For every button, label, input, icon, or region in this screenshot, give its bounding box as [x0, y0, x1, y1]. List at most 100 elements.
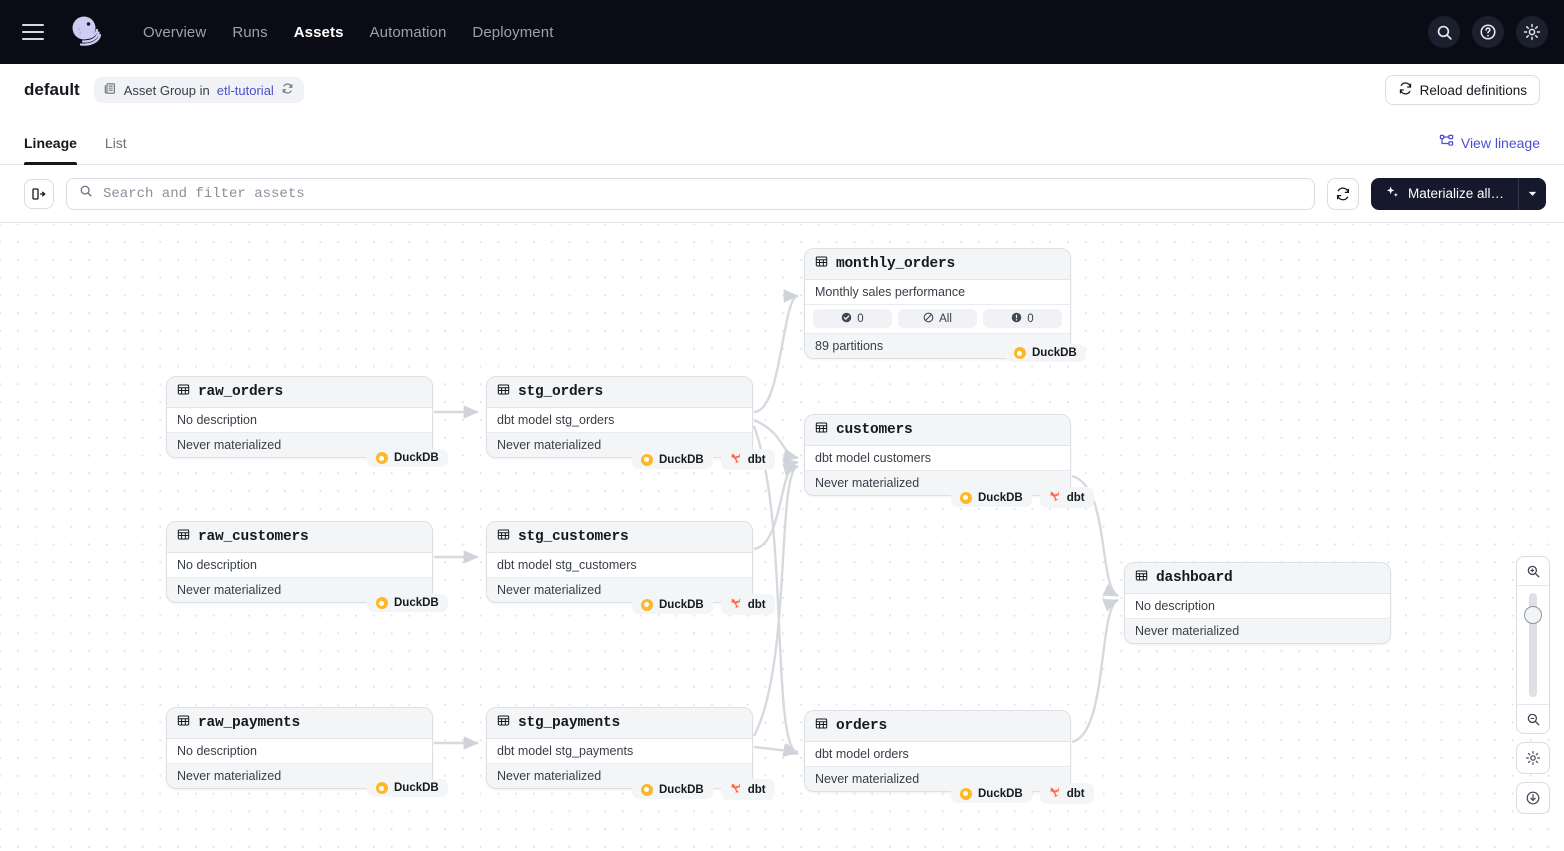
tab-lineage[interactable]: Lineage [24, 135, 77, 165]
zoom-slider[interactable] [1517, 585, 1549, 705]
asset-node-tags-raw_payments: DuckDB [367, 779, 448, 797]
fit-to-screen-icon[interactable] [1516, 782, 1550, 814]
zoom-slider-track [1529, 593, 1537, 697]
gear-icon[interactable] [1516, 16, 1548, 48]
asset-node-dashboard[interactable]: dashboard No description Never materiali… [1124, 562, 1391, 644]
asset-node-title: raw_payments [198, 715, 301, 731]
view-lineage-link[interactable]: View lineage [1439, 134, 1540, 152]
dagster-logo-icon[interactable] [66, 12, 106, 52]
asset-node-monthly_orders[interactable]: monthly_orders Monthly sales performance… [804, 248, 1071, 359]
tag-label: dbt [747, 453, 766, 466]
tabs-row: Lineage List View lineage [0, 116, 1564, 165]
asset-node-title: monthly_orders [836, 256, 956, 272]
dbt-icon [730, 452, 742, 467]
zoom-out-icon[interactable] [1517, 705, 1549, 733]
asset-node-description: Monthly sales performance [805, 280, 1070, 305]
duckdb-icon [641, 453, 653, 466]
tag-duckdb[interactable]: DuckDB [367, 594, 448, 612]
tab-list[interactable]: List [104, 135, 127, 151]
tag-dbt[interactable]: dbt [1039, 783, 1094, 804]
main-nav-links: Overview Runs Assets Automation Deployme… [130, 18, 566, 47]
partition-chip-materialized[interactable]: 0 [813, 309, 892, 328]
nav-link-automation[interactable]: Automation [369, 23, 447, 41]
nav-link-runs[interactable]: Runs [232, 23, 268, 41]
tag-dbt[interactable]: dbt [720, 594, 775, 615]
tag-label: DuckDB [394, 452, 439, 464]
duckdb-icon [376, 452, 388, 464]
nav-link-deployment[interactable]: Deployment [472, 23, 554, 41]
asset-node-description: No description [167, 408, 432, 433]
asset-node-description: dbt model orders [805, 742, 1070, 767]
tag-label: dbt [1066, 787, 1085, 800]
panel-toggle-icon[interactable] [24, 178, 54, 209]
partition-chip-failed[interactable]: 0 [983, 309, 1062, 328]
materialize-all-label: Materialize all… [1407, 186, 1504, 201]
asset-node-status: Never materialized [487, 578, 752, 602]
tag-duckdb[interactable]: DuckDB [367, 779, 448, 797]
tag-duckdb[interactable]: DuckDB [1005, 344, 1086, 362]
search-input[interactable] [101, 184, 1302, 203]
duckdb-icon [641, 783, 653, 796]
refresh-icon[interactable] [281, 82, 294, 98]
tag-dbt[interactable]: dbt [720, 449, 775, 470]
asset-node-title: stg_payments [518, 715, 621, 731]
asset-node-customers[interactable]: customers dbt model customers Never mate… [804, 414, 1071, 496]
asset-node-raw_customers[interactable]: raw_customers No description Never mater… [166, 521, 433, 603]
asset-node-header: monthly_orders [805, 249, 1070, 280]
asset-node-raw_payments[interactable]: raw_payments No description Never materi… [166, 707, 433, 789]
tag-duckdb[interactable]: DuckDB [632, 450, 713, 469]
asset-node-header: stg_payments [487, 708, 752, 739]
graph-settings-gear-icon[interactable] [1516, 742, 1550, 774]
asset-group-chip-prefix: Asset Group in [123, 82, 210, 98]
search-icon[interactable] [1428, 16, 1460, 48]
tag-duckdb[interactable]: DuckDB [367, 449, 448, 467]
asset-node-header: orders [805, 711, 1070, 742]
asset-node-raw_orders[interactable]: raw_orders No description Never material… [166, 376, 433, 458]
partition-chip-missing[interactable]: All [898, 309, 977, 328]
help-icon[interactable] [1472, 16, 1504, 48]
nav-link-overview[interactable]: Overview [143, 23, 207, 41]
duckdb-icon [960, 787, 972, 800]
tag-duckdb[interactable]: DuckDB [951, 488, 1032, 507]
zoom-in-icon[interactable] [1517, 557, 1549, 585]
tag-label: DuckDB [659, 783, 704, 796]
asset-node-title: stg_orders [518, 384, 604, 400]
refresh-assets-button[interactable] [1326, 177, 1359, 210]
asset-node-orders[interactable]: orders dbt model orders Never materializ… [804, 710, 1071, 792]
reload-definitions-button[interactable]: Reload definitions [1384, 75, 1540, 105]
nav-link-assets[interactable]: Assets [293, 23, 344, 41]
table-icon [815, 421, 828, 439]
asset-lineage-graph[interactable]: monthly_orders Monthly sales performance… [0, 224, 1564, 851]
asset-node-tags-stg_payments: DuckDB dbt [632, 779, 775, 800]
search-field-wrapper[interactable] [66, 177, 1315, 210]
table-icon [1135, 569, 1148, 587]
dbt-icon [730, 597, 742, 612]
asset-node-description: No description [167, 739, 432, 764]
materialize-all-button[interactable]: Materialize all… [1370, 177, 1518, 210]
zoom-slider-stack [1516, 556, 1550, 734]
asset-filter-toolbar: Materialize all… [0, 165, 1564, 223]
tag-duckdb[interactable]: DuckDB [951, 784, 1032, 803]
alert-circle-icon [1011, 312, 1022, 326]
tag-label: DuckDB [978, 491, 1023, 504]
asset-group-chip-link[interactable]: etl-tutorial [216, 82, 274, 98]
tag-dbt[interactable]: dbt [1039, 487, 1094, 508]
asset-node-description: No description [1125, 594, 1390, 619]
zoom-slider-thumb[interactable] [1524, 606, 1542, 624]
hamburger-menu-icon[interactable] [22, 24, 44, 40]
edge-stg_payments-orders [753, 743, 799, 758]
edge-stg_orders-monthly_orders [753, 289, 799, 414]
tag-duckdb[interactable]: DuckDB [632, 780, 713, 799]
asset-group-chip[interactable]: Asset Group in etl-tutorial [93, 77, 304, 103]
tag-dbt[interactable]: dbt [720, 779, 775, 800]
asset-node-stg_orders[interactable]: stg_orders dbt model stg_orders Never ma… [486, 376, 753, 458]
asset-node-header: dashboard [1125, 563, 1390, 594]
asset-node-stg_customers[interactable]: stg_customers dbt model stg_customers Ne… [486, 521, 753, 603]
tag-duckdb[interactable]: DuckDB [632, 595, 713, 614]
asset-node-title: orders [836, 718, 888, 734]
partition-chip-materialized-label: 0 [857, 312, 864, 325]
asset-node-stg_payments[interactable]: stg_payments dbt model stg_payments Neve… [486, 707, 753, 789]
table-icon [177, 528, 190, 546]
materialize-dropdown-caret[interactable] [1518, 177, 1546, 210]
tag-label: DuckDB [1032, 347, 1077, 359]
